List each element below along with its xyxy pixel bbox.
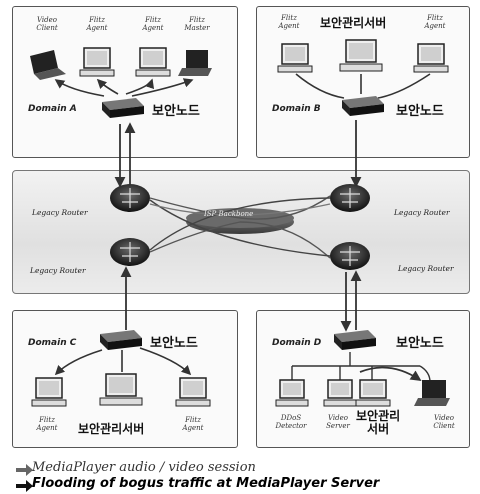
security-node-icon [100, 330, 142, 350]
domain-d-node-label: 보안노드 [396, 336, 444, 351]
host-label-flitz-agent: Flitz Agent [182, 416, 204, 432]
domain-a-node-label: 보안노드 [152, 104, 200, 119]
domain-a-hosts [30, 47, 212, 80]
domain-b-server-label: 보안관리서버 [320, 16, 387, 30]
domain-d-links [291, 352, 431, 383]
router-label-bottom-left: Legacy Router [30, 266, 86, 275]
host-label-flitz-agent: Flitz Agent [142, 16, 164, 32]
host-label-ddos-detector: DDoS Detector [275, 414, 307, 430]
router-icon [110, 184, 150, 212]
core-links [149, 195, 331, 259]
router-icon [330, 184, 370, 212]
desktop-computer-icon [135, 47, 171, 77]
legend-arrows [16, 464, 33, 492]
uplink-a [114, 122, 136, 188]
desktop-computer-icon [31, 377, 67, 407]
domain-d-server-label: 보안관리 서버 [356, 409, 401, 436]
desktop-computer-icon [413, 43, 449, 73]
desktop-computer-icon [175, 377, 211, 407]
domain-b-panel [256, 6, 470, 158]
security-node-icon [342, 96, 384, 116]
legend-item-flooding: Flooding of bogus traffic at MediaPlayer… [14, 476, 379, 491]
security-node-icon [334, 330, 376, 350]
domain-a-links [54, 78, 194, 97]
host-label-flitz-master: Flitz Master [184, 16, 210, 32]
server-computer-icon [339, 39, 383, 72]
downlink-d [340, 270, 362, 332]
domain-b-hosts [277, 39, 449, 73]
router-icon [330, 242, 370, 270]
router-icon [110, 238, 150, 266]
domain-c-name: Domain C [28, 338, 77, 348]
desktop-computer-icon [275, 379, 309, 407]
router-label-top-right: Legacy Router [394, 208, 450, 217]
host-label-flitz-agent: Flitz Agent [424, 14, 446, 30]
laptop-icon [414, 380, 450, 406]
host-label-flitz-agent: Flitz Agent [86, 16, 108, 32]
router-label-top-left: Legacy Router [32, 208, 88, 217]
domain-c-server-label: 보안관리서버 [78, 422, 145, 436]
domain-a-name: Domain A [28, 104, 77, 114]
legend-flooding-text: Flooding of bogus traffic at MediaPlayer… [32, 476, 380, 491]
domain-b-name: Domain B [272, 104, 321, 114]
host-label-flitz-agent: Flitz Agent [36, 416, 58, 432]
legend-session-text: MediaPlayer audio / video session [32, 460, 256, 475]
domain-c-links [54, 347, 192, 376]
laptop-icon [178, 50, 212, 76]
desktop-computer-icon [323, 379, 357, 407]
laptop-icon [30, 50, 66, 80]
host-label-video-client: Video Client [36, 16, 58, 32]
domain-b-links [295, 73, 431, 99]
server-computer-icon [99, 373, 143, 406]
host-label-flitz-agent: Flitz Agent [278, 14, 300, 30]
domain-b-node-label: 보안노드 [396, 104, 444, 119]
desktop-computer-icon [79, 47, 115, 77]
router-label-bottom-right: Legacy Router [398, 264, 454, 273]
isp-backbone-label: ISP Backbone [204, 210, 254, 218]
server-computer-icon [355, 379, 391, 407]
domain-c-hosts [31, 373, 211, 407]
domain-c-node-label: 보안노드 [150, 336, 198, 351]
desktop-computer-icon [277, 43, 313, 73]
host-label-video-client: Video Client [433, 414, 455, 430]
host-label-video-server: Video Server [326, 414, 350, 430]
security-node-icon [102, 98, 144, 118]
domain-d-name: Domain D [272, 338, 322, 348]
legend-item-session: MediaPlayer audio / video session [14, 460, 256, 475]
domain-d-hosts [275, 379, 450, 407]
